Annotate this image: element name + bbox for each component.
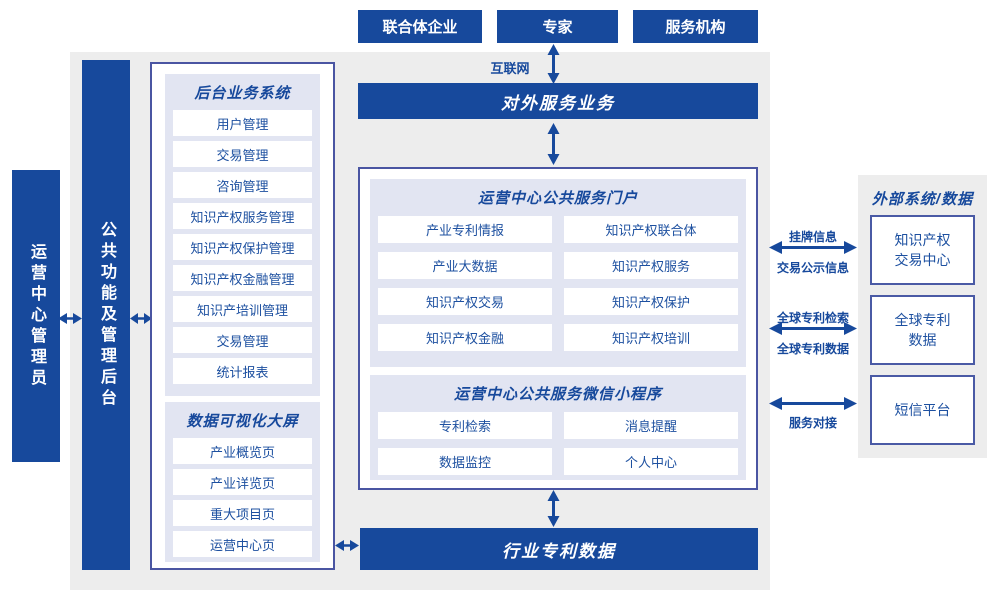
backend-item: 咨询管理 [173, 172, 312, 198]
dashboard-panel-title: 数据可视化大屏 [186, 413, 299, 430]
miniprogram-panel: 运营中心公共服务微信小程序 专利检索 消息提醒 数据监控 个人中心 [370, 375, 746, 480]
portal-item: 知识产权金融 [378, 324, 552, 351]
portal-item: 知识产权交易 [378, 288, 552, 315]
actor-consortium-enterprise: 联合体企业 [358, 10, 482, 43]
arrow-global-patent-icon [769, 322, 857, 335]
dashboard-item-list: 产业概览页 产业详览页 重大项目页 运营中心页 [173, 438, 312, 557]
portal-item: 知识产权服务 [564, 252, 738, 279]
admin-sidebar: 运营中心管理员 [12, 170, 60, 462]
arrow-sms-platform-icon [769, 397, 857, 410]
miniprogram-item: 个人中心 [564, 448, 738, 475]
external-box-list: 知识产权 交易中心 全球专利 数据 短信平台 [870, 215, 975, 445]
external-systems-panel: 外部系统/数据 知识产权 交易中心 全球专利 数据 短信平台 [858, 175, 987, 458]
external-box-sms-platform: 短信平台 [870, 375, 975, 445]
dashboard-item: 重大项目页 [173, 500, 312, 526]
backend-item: 知识产权保护管理 [173, 234, 312, 260]
miniprogram-item: 数据监控 [378, 448, 552, 475]
portal-item: 产业大数据 [378, 252, 552, 279]
backend-item: 交易管理 [173, 327, 312, 353]
arrow-internet-icon [547, 44, 560, 84]
backend-item: 知识产权服务管理 [173, 203, 312, 229]
backend-item: 知识产培训管理 [173, 296, 312, 322]
arrow-portal-to-data-icon [547, 490, 560, 527]
global-search-label: 全球专利检索 [776, 311, 849, 325]
miniprogram-item: 消息提醒 [564, 412, 738, 439]
portal-panel: 运营中心公共服务门户 产业专利情报 知识产权联合体 产业大数据 知识产权服务 知… [370, 179, 746, 367]
backend-item: 用户管理 [173, 110, 312, 136]
actor-service-agency: 服务机构 [633, 10, 758, 43]
actor-expert: 专家 [497, 10, 618, 43]
dashboard-panel: 数据可视化大屏 产业概览页 产业详览页 重大项目页 运营中心页 [165, 402, 320, 562]
public-backend-sidebar: 公共功能及管理后台 [82, 60, 130, 570]
backend-panel-title: 后台业务系统 [194, 85, 291, 102]
arrow-service-to-portal-icon [547, 123, 560, 165]
external-box-trade-center: 知识产权 交易中心 [870, 215, 975, 285]
service-dock-label: 服务对接 [788, 416, 837, 430]
backend-item-list: 用户管理 交易管理 咨询管理 知识产权服务管理 知识产权保护管理 知识产权金融管… [173, 110, 312, 384]
publicity-info-label: 交易公示信息 [776, 261, 849, 275]
portal-item: 知识产权培训 [564, 324, 738, 351]
industry-patent-data-bar: 行业专利数据 [360, 528, 758, 570]
center-panel: 运营中心公共服务门户 产业专利情报 知识产权联合体 产业大数据 知识产权服务 知… [358, 167, 758, 490]
dashboard-item: 运营中心页 [173, 531, 312, 557]
arrow-backend-to-panel-icon [130, 313, 152, 324]
portal-item: 知识产权保护 [564, 288, 738, 315]
external-service-bar: 对外服务业务 [358, 83, 758, 119]
portal-item: 知识产权联合体 [564, 216, 738, 243]
external-panel-title: 外部系统/数据 [871, 191, 974, 208]
backend-item: 知识产权金融管理 [173, 265, 312, 291]
listing-info-label: 挂牌信息 [788, 230, 837, 244]
portal-item: 产业专利情报 [378, 216, 552, 243]
arrow-admin-to-backend-icon [58, 313, 82, 324]
backend-item: 交易管理 [173, 141, 312, 167]
left-panel: 后台业务系统 用户管理 交易管理 咨询管理 知识产权服务管理 知识产权保护管理 … [150, 62, 335, 570]
portal-panel-title: 运营中心公共服务门户 [477, 190, 638, 207]
backend-business-panel: 后台业务系统 用户管理 交易管理 咨询管理 知识产权服务管理 知识产权保护管理 … [165, 74, 320, 396]
global-data-label: 全球专利数据 [776, 342, 849, 356]
miniprogram-item: 专利检索 [378, 412, 552, 439]
arrow-dashboard-to-data-icon [335, 540, 359, 551]
arrow-trade-center-icon [769, 241, 857, 254]
miniprogram-item-grid: 专利检索 消息提醒 数据监控 个人中心 [378, 412, 738, 475]
internet-label: 互联网 [490, 61, 530, 76]
dashboard-item: 产业概览页 [173, 438, 312, 464]
external-box-global-patent: 全球专利 数据 [870, 295, 975, 365]
backend-item: 统计报表 [173, 358, 312, 384]
miniprogram-panel-title: 运营中心公共服务微信小程序 [453, 386, 662, 403]
dashboard-item: 产业详览页 [173, 469, 312, 495]
portal-item-grid: 产业专利情报 知识产权联合体 产业大数据 知识产权服务 知识产权交易 知识产权保… [378, 216, 738, 351]
